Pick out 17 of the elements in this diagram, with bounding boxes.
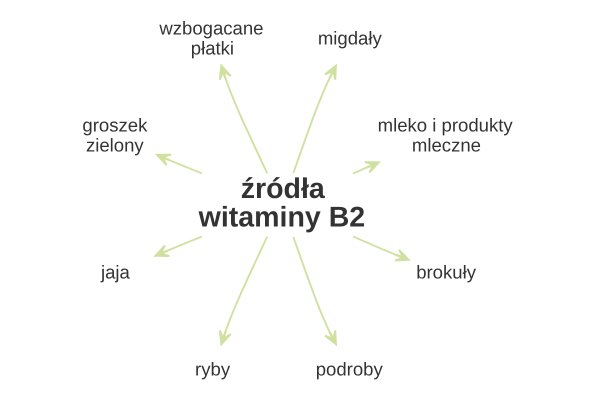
arrow: [352, 161, 380, 174]
node-text: ryby: [195, 358, 230, 380]
arrow: [352, 236, 410, 262]
arrow: [156, 154, 202, 174]
arrow: [218, 64, 268, 174]
node-text: źródła witaminy B2: [198, 172, 366, 234]
node-text: podroby: [316, 358, 383, 380]
arrow: [292, 64, 337, 174]
arrow: [292, 236, 337, 346]
node-text: jaja: [100, 261, 130, 282]
node-text: groszek zielony: [82, 114, 148, 156]
node-text: mleko i produkty mleczne: [378, 114, 513, 156]
node-text: brokuły: [416, 261, 476, 282]
node-text: migdały: [318, 27, 382, 48]
arrow: [218, 236, 268, 346]
node-text: wzbogacane płatki: [159, 17, 264, 58]
arrow: [154, 236, 202, 258]
